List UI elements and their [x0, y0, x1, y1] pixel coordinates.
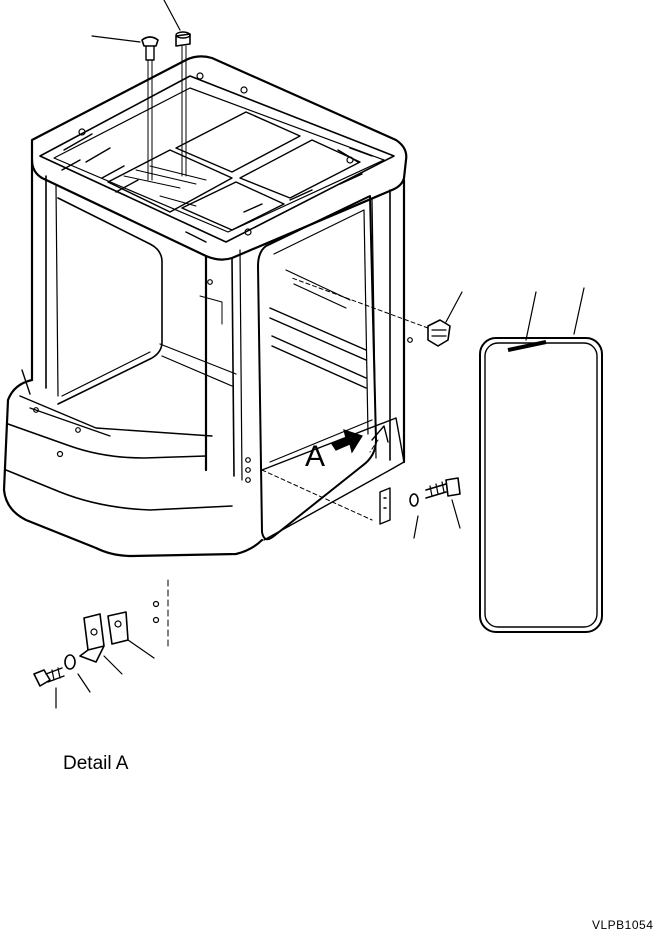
window-seal-strip [507, 291, 547, 352]
detail-a-parts [33, 579, 169, 709]
door-frame-bolt [291, 277, 463, 347]
cab-roof [30, 55, 408, 261]
cab-body [2, 158, 413, 558]
detail-label: Detail A [63, 753, 129, 774]
bracket-washer [409, 493, 419, 539]
roof-plug-right [163, 0, 191, 177]
detail-leader [261, 439, 379, 521]
callout-letter: A [305, 440, 326, 473]
roof-bolt-left [91, 35, 159, 181]
window-glass [479, 287, 603, 633]
reference-code: VLPB1054 [592, 918, 654, 932]
callout-arrow [331, 429, 363, 454]
bracket-bolt [425, 477, 461, 529]
